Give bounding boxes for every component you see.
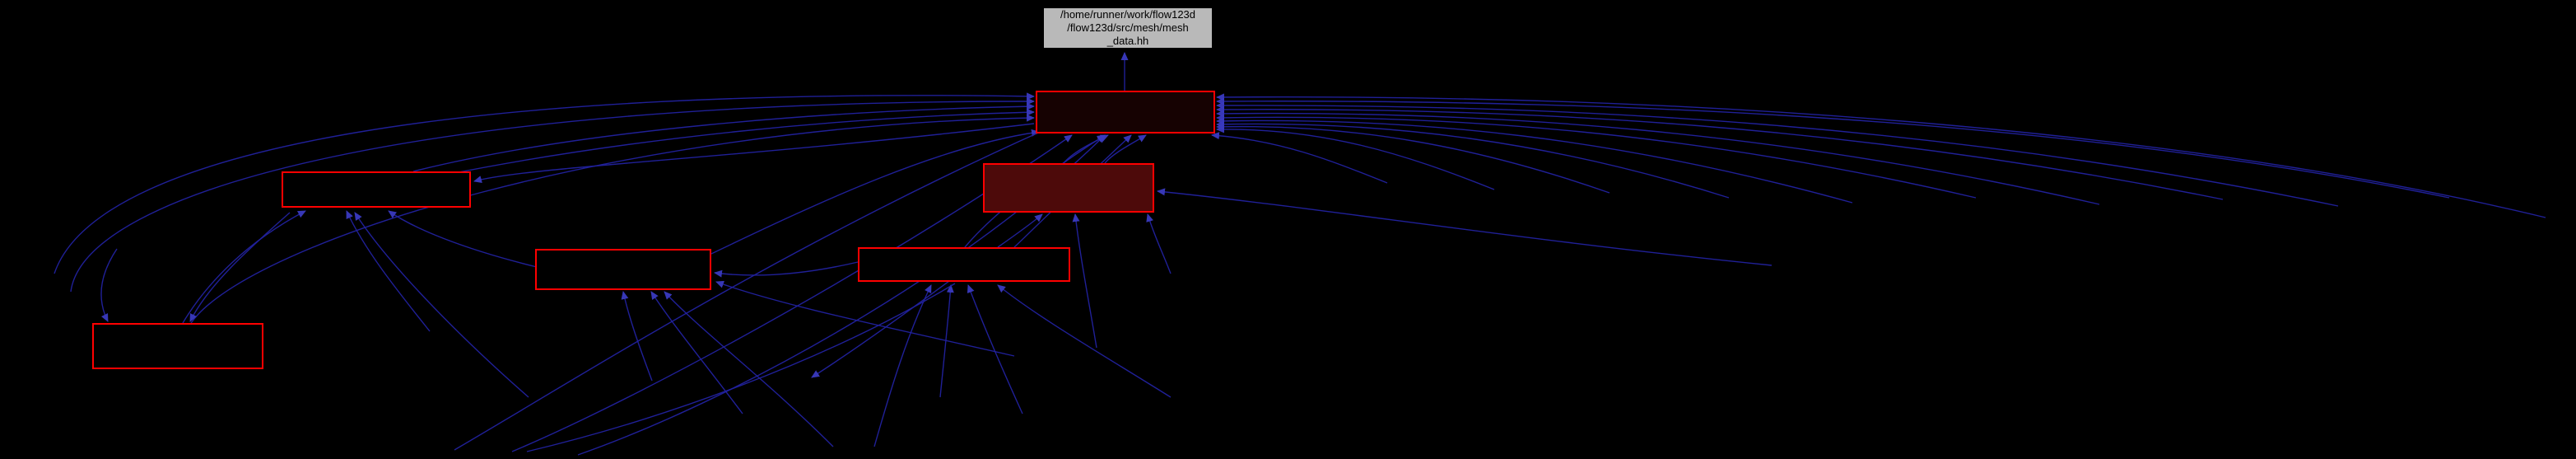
graph-edge — [412, 102, 1035, 172]
graph-edge — [1216, 93, 2546, 218]
graph-node-b[interactable] — [282, 171, 471, 208]
graph-node-c[interactable] — [983, 163, 1154, 213]
graph-edge — [1072, 213, 1097, 349]
graph-edge — [54, 92, 1035, 274]
graph-edge — [1216, 117, 1853, 204]
graph-edge — [182, 210, 306, 324]
graph-edge — [70, 97, 1035, 293]
graph-edge — [939, 284, 954, 398]
graph-node-root[interactable]: /home/runner/work/flow123d /flow123d/src… — [1042, 7, 1213, 49]
graph-edge — [1216, 120, 1730, 199]
graph-node-e[interactable] — [858, 247, 1070, 282]
graph-node-a[interactable] — [1036, 91, 1215, 133]
graph-edge — [1216, 114, 1977, 199]
graph-edge — [1216, 101, 2339, 207]
graph-edge — [1216, 123, 1610, 194]
graph-edge — [621, 291, 653, 382]
root-label-line-2: /flow123d/src/mesh/mesh — [1067, 21, 1189, 34]
graph-edge — [1146, 213, 1172, 274]
graph-edge — [189, 212, 291, 322]
graph-edge — [526, 283, 956, 452]
graph-edge — [1216, 125, 1495, 190]
graph-edge — [388, 210, 538, 268]
graph-edge — [354, 212, 529, 398]
graph-edge — [1104, 134, 1147, 164]
graph-edge — [997, 284, 1172, 398]
graph-edge — [710, 129, 1040, 255]
graph-edge — [1211, 132, 1388, 184]
graph-edge — [997, 213, 1043, 248]
graph-edge — [473, 123, 1035, 183]
graph-edge — [714, 261, 859, 278]
graph-node-d[interactable] — [535, 249, 711, 290]
graph-edge — [1216, 105, 2224, 200]
graph-edge — [967, 284, 1023, 415]
root-label-line-1: /home/runner/work/flow123d — [1060, 8, 1196, 21]
graph-node-f[interactable] — [92, 323, 263, 369]
graph-edge — [190, 114, 1035, 324]
graph-edge — [664, 291, 834, 447]
graph-edge — [1063, 134, 1109, 164]
graph-edge — [445, 108, 1035, 176]
graph-edge — [873, 284, 932, 447]
graph-edge — [454, 129, 1045, 451]
graph-edge — [1216, 97, 2450, 199]
graph-edge — [1157, 188, 1772, 266]
graph-edge — [650, 291, 743, 415]
graph-edge — [346, 210, 431, 332]
graph-edge — [100, 248, 118, 322]
root-label-line-3: _data.hh — [1106, 35, 1149, 47]
graph-edge — [715, 280, 1015, 357]
graph-edge — [1216, 110, 2100, 205]
